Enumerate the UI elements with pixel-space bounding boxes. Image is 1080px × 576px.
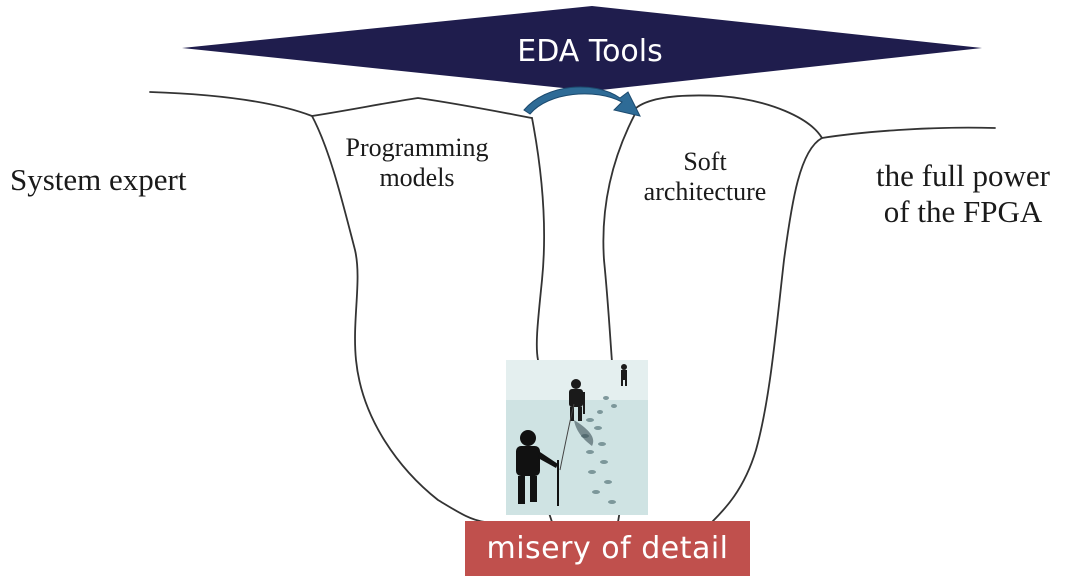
programming-models-line-2: models xyxy=(379,162,455,192)
climbers-photo xyxy=(506,360,648,515)
crevasse-wall-right-outer xyxy=(711,137,823,523)
fpga-power-line-1: the full power xyxy=(876,158,1050,193)
ground-line-left xyxy=(149,91,533,119)
fpga-power-label: the full power of the FPGA xyxy=(848,158,1078,229)
soft-architecture-line-1: Soft xyxy=(683,147,727,176)
programming-models-label: Programming models xyxy=(322,133,512,193)
bridge-arrow-body xyxy=(523,86,641,117)
soft-architecture-label: Soft architecture xyxy=(620,147,790,207)
misery-of-detail-box: misery of detail xyxy=(465,521,750,576)
eda-tools-label: EDA Tools xyxy=(517,34,663,69)
crevasse-outline xyxy=(149,91,996,523)
eda-tools-banner xyxy=(182,6,982,91)
crevasse-wall-left-inner xyxy=(531,117,545,361)
bridge-arrow xyxy=(523,86,641,117)
soft-architecture-line-2: architecture xyxy=(643,176,767,206)
system-expert-label: System expert xyxy=(10,162,187,197)
crevasse-wall-left-outer xyxy=(311,115,486,523)
programming-models-line-1: Programming xyxy=(345,133,489,162)
ground-line-right xyxy=(635,94,996,139)
fpga-power-line-2: of the FPGA xyxy=(883,193,1043,229)
crevasse-wall-right-inner xyxy=(602,111,637,363)
